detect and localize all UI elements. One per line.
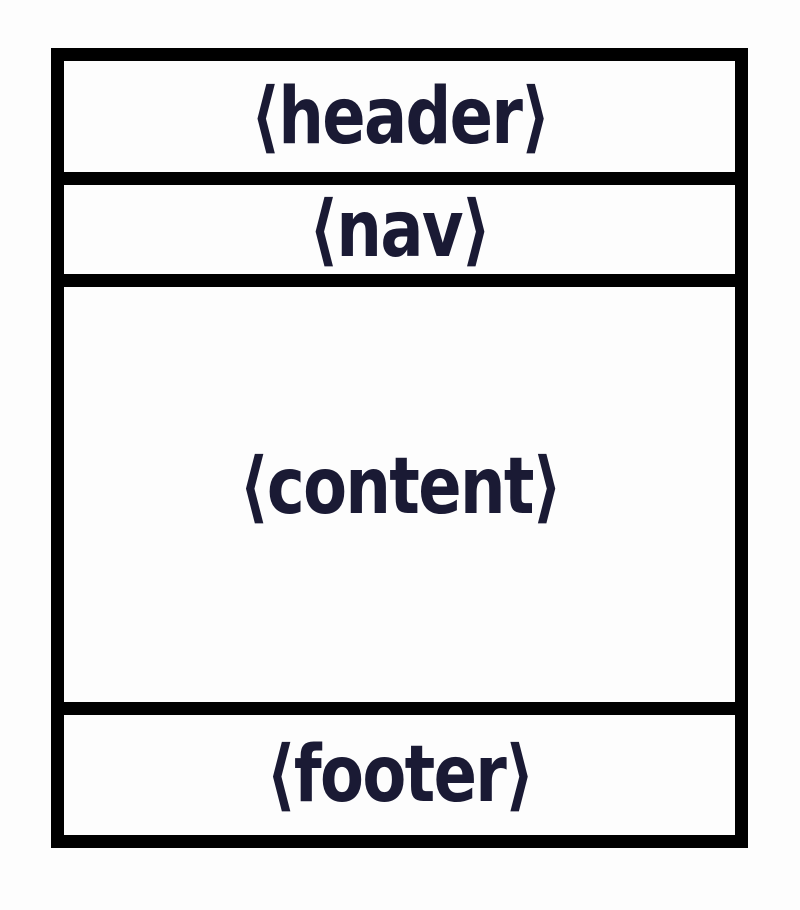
page-layout-outline: ⟨header⟩ ⟨nav⟩ ⟨content⟩ ⟨footer⟩ (51, 48, 748, 848)
nav-tag-label: ⟨nav⟩ (309, 184, 491, 275)
section-nav: ⟨nav⟩ (64, 185, 735, 274)
divider-nav-content (64, 274, 735, 287)
divider-content-footer (64, 702, 735, 715)
content-tag-label: ⟨content⟩ (238, 441, 562, 532)
footer-tag-label: ⟨footer⟩ (266, 730, 534, 820)
divider-header-nav (64, 172, 735, 185)
section-footer: ⟨footer⟩ (64, 715, 735, 835)
section-header: ⟨header⟩ (64, 61, 735, 172)
header-tag-label: ⟨header⟩ (250, 71, 550, 162)
section-content: ⟨content⟩ (64, 287, 735, 702)
